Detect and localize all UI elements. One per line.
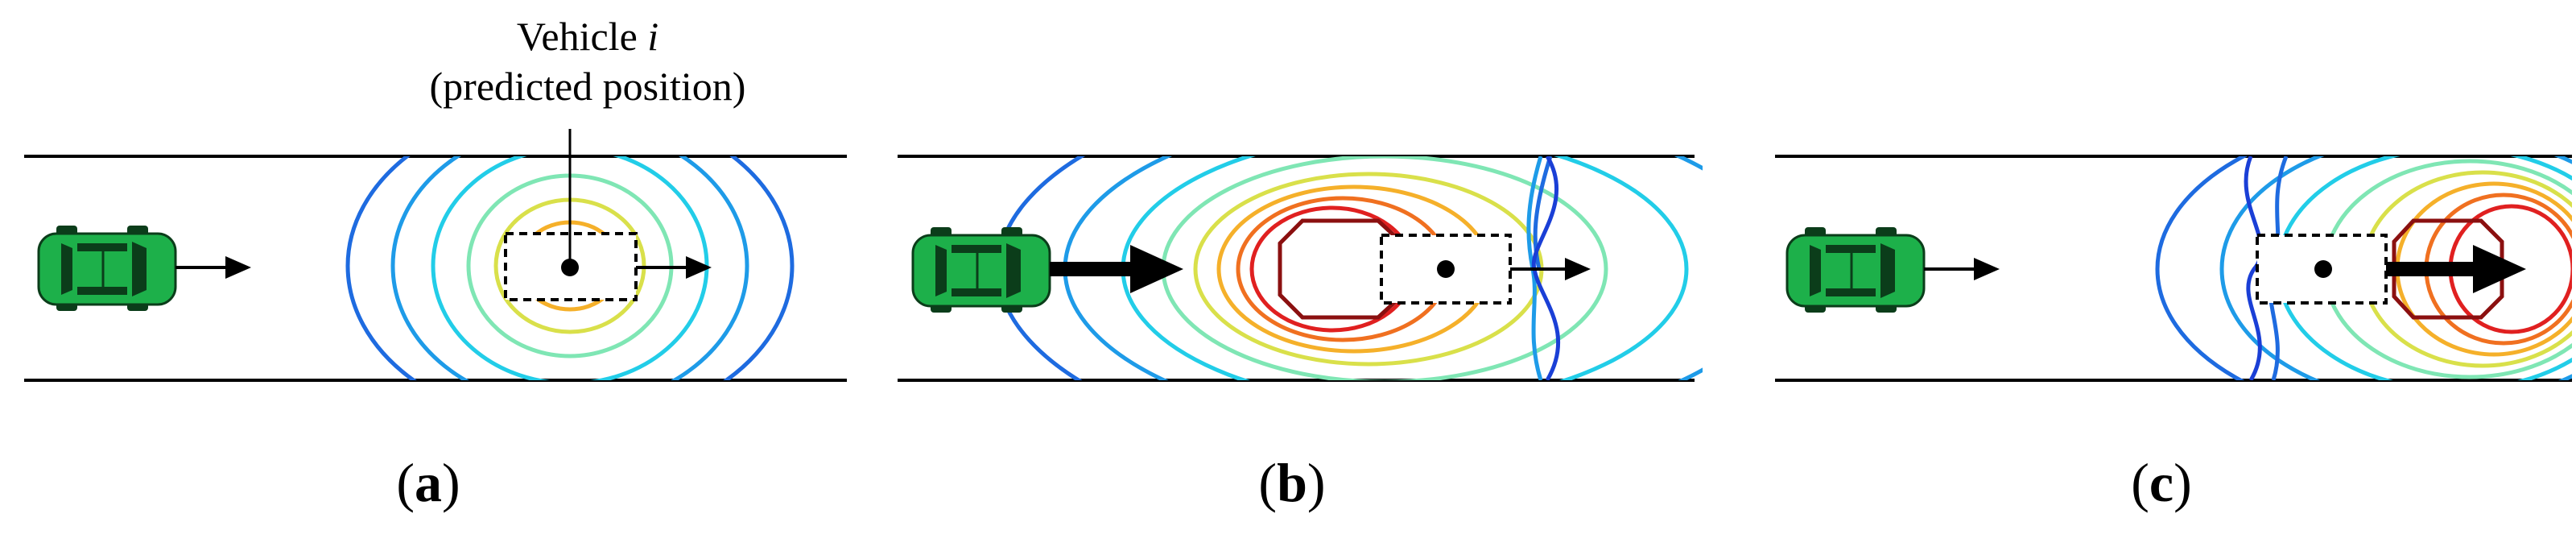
ego-velocity-arrow-a: [175, 256, 251, 279]
label-open: (: [1258, 452, 1278, 513]
ego-velocity-arrow-c: [1924, 258, 2000, 280]
label-close: ): [1307, 452, 1326, 513]
high-risk-core-b: [1278, 218, 1402, 320]
label-open: (: [396, 452, 415, 513]
high-risk-core-c: [2392, 218, 2504, 320]
ego-vehicle-a: [37, 226, 177, 311]
ego-vehicle-b: [911, 227, 1051, 313]
panel-c: [1775, 155, 2572, 382]
road-c: [1775, 155, 2572, 382]
label-open: (: [2131, 452, 2149, 513]
predicted-vehicle-annotation: Vehicle i (predicted position): [402, 11, 773, 111]
annotation-line-2: (predicted position): [429, 64, 746, 109]
panel-label-c: (c): [2081, 451, 2242, 515]
predicted-velocity-arrow-a: [636, 256, 712, 279]
ego-vehicle-c: [1785, 227, 1926, 313]
ego-velocity-arrow-b: [1050, 245, 1183, 293]
panel-label-b: (b): [1212, 451, 1373, 515]
annotation-line-1: Vehicle i: [402, 11, 773, 61]
label-letter: b: [1277, 452, 1307, 513]
label-close: ): [2174, 452, 2192, 513]
panel-label-a: (a): [348, 451, 509, 515]
predicted-velocity-arrow-c: [2386, 245, 2526, 293]
label-close: ): [442, 452, 460, 513]
panel-a: [24, 129, 847, 382]
predicted-position-dot-b: [1437, 260, 1455, 278]
predicted-velocity-arrow-b: [1510, 258, 1591, 280]
panel-b: [898, 155, 1703, 382]
label-letter: c: [2149, 452, 2174, 513]
annotation-variable: i: [647, 14, 659, 59]
road-a: [24, 155, 847, 382]
annotation-prefix: Vehicle: [516, 14, 648, 59]
predicted-position-dot-c: [2314, 260, 2332, 278]
label-letter: a: [415, 452, 442, 513]
